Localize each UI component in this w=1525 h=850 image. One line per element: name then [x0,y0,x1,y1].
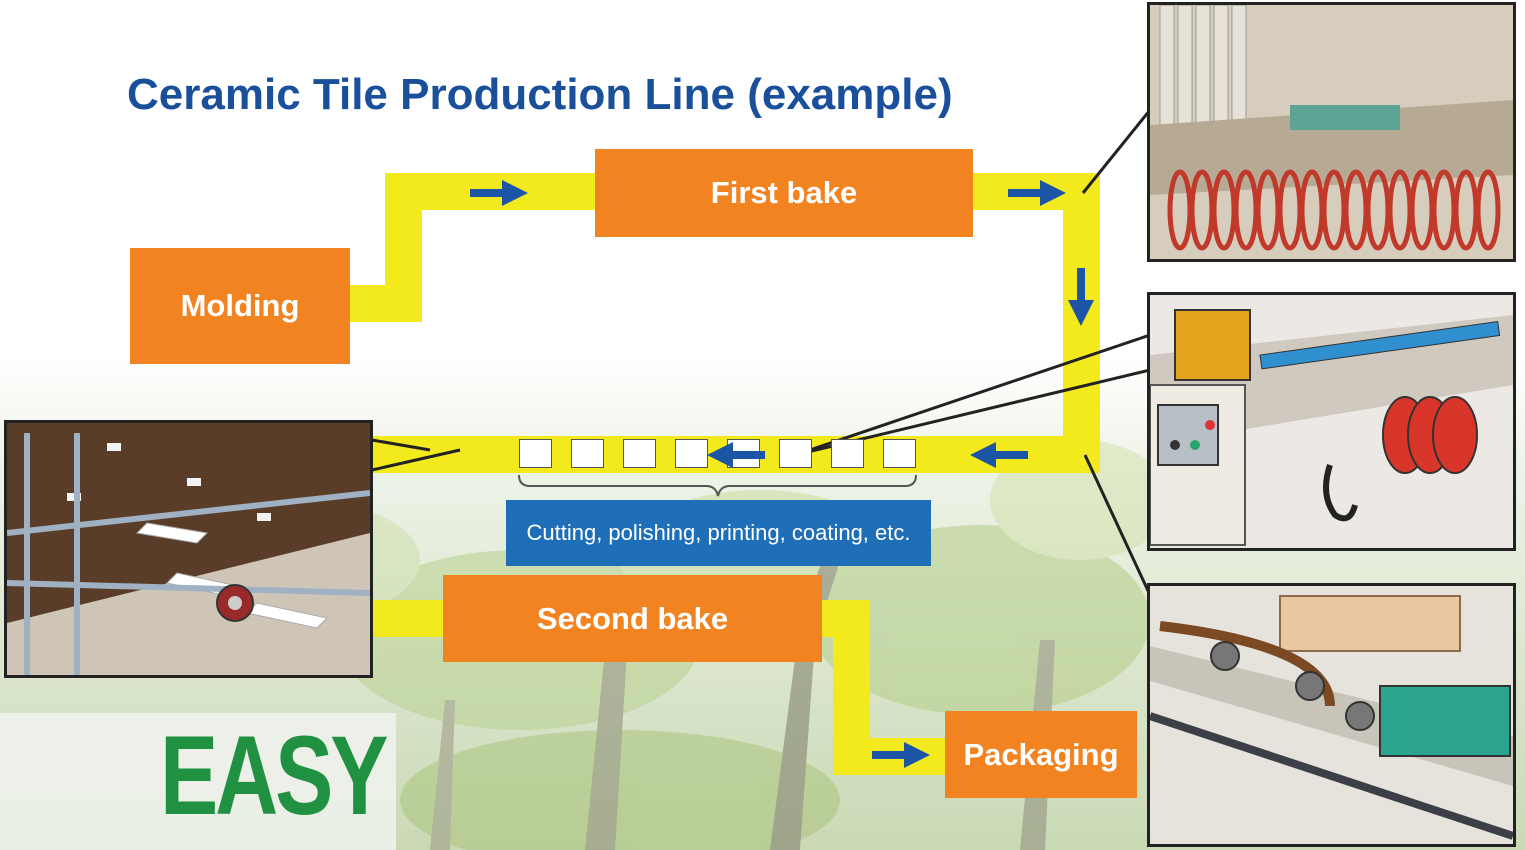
logo-panel [0,713,396,850]
tile [831,439,864,468]
flow-arrow-icon [1068,268,1094,326]
kiln-illustration [1147,2,1516,262]
page-title: Ceramic Tile Production Line (example) [127,70,953,119]
tile [571,439,604,468]
step-packaging: Packaging [945,711,1137,798]
kiln-conveyor-illustration [4,420,373,678]
tile [519,439,552,468]
flow-arrow-icon [872,742,930,768]
step-processing: Cutting, polishing, printing, coating, e… [506,500,931,566]
flow-arrow-icon [470,180,528,206]
tiles-brace [518,474,917,497]
processing-machine-illustration [1147,292,1516,551]
tile [623,439,656,468]
flow-arrow-icon [1008,180,1066,206]
tile [883,439,916,468]
step-first-bake: First bake [595,149,973,237]
step-second-bake: Second bake [443,575,822,662]
easy-logo: EASY [160,713,389,838]
tile [675,439,708,468]
step-molding: Molding [130,248,350,364]
tile [779,439,812,468]
flow-arrow-icon [707,442,765,468]
packaging-machine-illustration [1147,583,1516,847]
flow-arrow-icon [970,442,1028,468]
